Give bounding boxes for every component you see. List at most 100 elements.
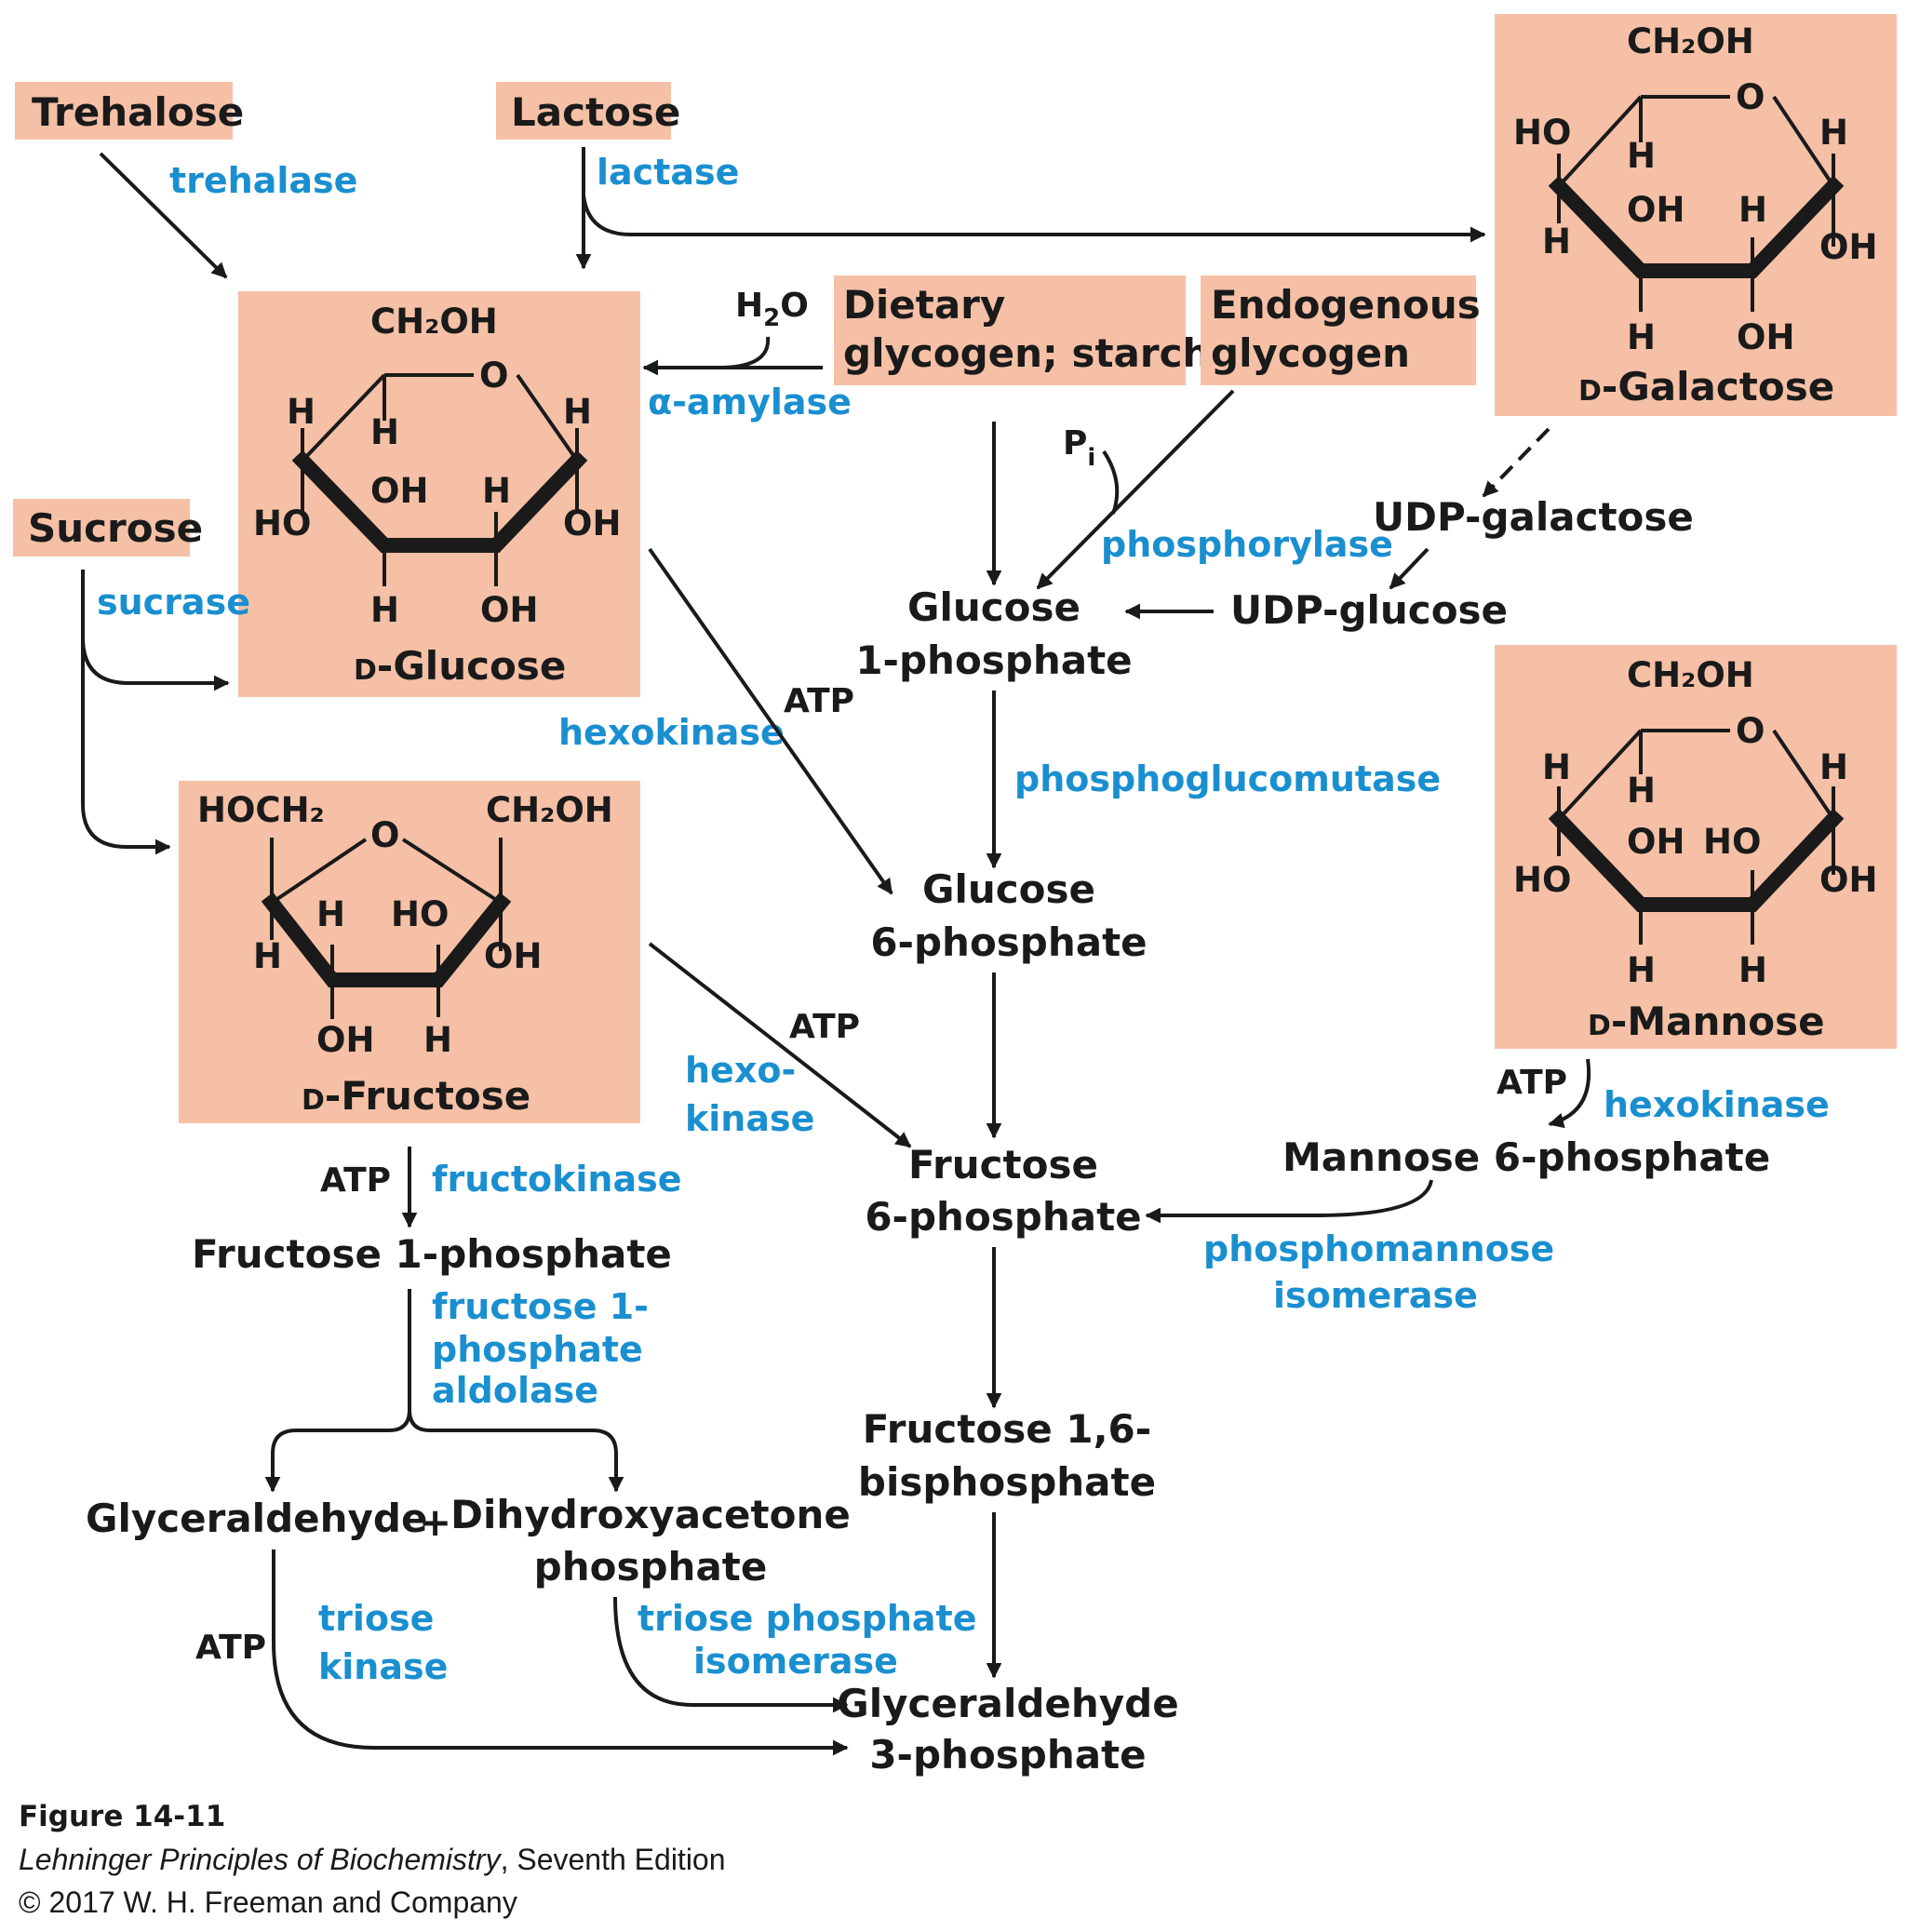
- mannose-c4-ho: HO: [1513, 860, 1571, 900]
- glyceraldehyde-3-phosphate-2: 3-phosphate: [869, 1732, 1146, 1778]
- fructose-ring-o: O: [370, 815, 399, 855]
- mannose-c2-h: H: [1738, 950, 1767, 990]
- atp-triose-kinase: ATP: [195, 1629, 266, 1667]
- plus-sign: +: [419, 1499, 451, 1545]
- galactose-name: -Galactose: [1602, 364, 1834, 409]
- fructose-hoch2: HOCH₂: [197, 790, 325, 830]
- trehalose-label: Trehalose: [32, 89, 244, 135]
- arrow-lactose-galactose: [582, 195, 1486, 243]
- enzyme-hexokinase-glucose: hexokinase: [558, 712, 785, 753]
- fructose-1-phosphate: Fructose 1-phosphate: [192, 1231, 672, 1277]
- glucose-c5-h: H: [370, 412, 399, 452]
- atp-hexokinase-glucose: ATP: [784, 682, 854, 720]
- glucose-c1-oh: OH: [563, 503, 621, 543]
- glucose-c3-oh: OH: [370, 471, 428, 511]
- phosphate-label: Pi: [1063, 424, 1095, 472]
- mannose-6-phosphate: Mannose 6-phosphate: [1282, 1134, 1770, 1180]
- d-galactose-structure: CH₂OH O H H OH H OH OH H HO H D-Galactos…: [1495, 14, 1897, 416]
- copyright: © 2017 W. H. Freeman and Company: [19, 1885, 517, 1919]
- mannose-name: -Mannose: [1611, 999, 1825, 1044]
- enzyme-phosphomannose-isomerase-1: phosphomannose: [1203, 1228, 1554, 1269]
- galactose-d-prefix: D: [1578, 375, 1602, 408]
- arrow-f1p-glyceraldehyde: [264, 1289, 411, 1493]
- glucose-c4-ho: HO: [253, 503, 311, 543]
- sucrose-label: Sucrose: [28, 505, 203, 551]
- enzyme-phosphorylase: phosphorylase: [1101, 524, 1393, 565]
- arrow-sucrose-fructose: [81, 637, 171, 855]
- sucrose-box: [13, 499, 190, 557]
- mannose-d-prefix: D: [1588, 1010, 1611, 1042]
- dihydroxyacetone-phosphate-2: phosphate: [534, 1544, 768, 1590]
- fructose-c3-h: H: [423, 1020, 452, 1060]
- fructose-c4-h: H: [316, 894, 345, 934]
- arrow-mannose-m6p: [1548, 1058, 1591, 1129]
- fructose-bisphosphate-2: bisphosphate: [858, 1459, 1156, 1505]
- atp-hexokinase-fructose: ATP: [789, 1008, 860, 1046]
- glucose-c2-oh: OH: [480, 590, 538, 630]
- glucose-c4-h: H: [287, 392, 315, 432]
- arrow-m6p-f6p: [1145, 1179, 1433, 1224]
- glucose-d-prefix: D: [354, 654, 377, 687]
- glucose-6-phosphate-2: 6-phosphate: [870, 919, 1147, 965]
- atp-fructokinase: ATP: [320, 1161, 391, 1200]
- lactose-box: [496, 82, 671, 140]
- svg-text:D-Mannose: D-Mannose: [1588, 999, 1825, 1044]
- dietary-glycogen-label-2: glycogen; starch: [843, 330, 1210, 376]
- enzyme-triose-kinase-2: kinase: [318, 1646, 448, 1687]
- arrow-endogenous-glycogen-g1p: [1036, 389, 1235, 590]
- dietary-glycogen-label-1: Dietary: [843, 282, 1005, 328]
- galactose-c3-h: H: [1627, 317, 1656, 357]
- endogenous-glycogen-label-2: glycogen: [1211, 330, 1410, 376]
- glucose-c3-h: H: [370, 590, 399, 630]
- fructose-ch2oh: CH₂OH: [486, 790, 613, 830]
- enzyme-trehalase: trehalase: [169, 160, 357, 201]
- glucose-c2-h: H: [482, 471, 511, 511]
- enzyme-f1p-aldolase-2: phosphate: [432, 1329, 643, 1370]
- enzyme-hexokinase-mannose: hexokinase: [1604, 1084, 1830, 1125]
- dihydroxyacetone-phosphate-1: Dihydroxyacetone: [450, 1492, 851, 1537]
- mannose-c5-h: H: [1627, 771, 1656, 811]
- mannose-ch2oh: CH₂OH: [1627, 655, 1754, 695]
- arrow-udp-galactose-udp-glucose: [1389, 547, 1430, 590]
- water-entry-curve: [723, 336, 771, 369]
- mannose-c4-h: H: [1542, 747, 1571, 787]
- galactose-ch2oh: CH₂OH: [1627, 21, 1754, 61]
- galactose-c2-h: H: [1738, 190, 1767, 230]
- galactose-c4-ho: HO: [1513, 113, 1571, 153]
- mannose-ring-o: O: [1736, 711, 1765, 751]
- udp-galactose: UDP-galactose: [1373, 494, 1694, 540]
- fructose-6-phosphate-1: Fructose: [908, 1142, 1098, 1187]
- d-glucose-structure: CH₂OH O H H OH H OH OH H H HO D-Glucose: [238, 291, 640, 697]
- enzyme-fructokinase: fructokinase: [432, 1159, 682, 1200]
- svg-text:D-Fructose: D-Fructose: [302, 1073, 530, 1119]
- galactose-c1-h: H: [1819, 113, 1848, 153]
- enzyme-lactase: lactase: [597, 152, 739, 193]
- glucose-ch2oh: CH₂OH: [370, 302, 498, 342]
- galactose-c3-oh: OH: [1627, 190, 1685, 230]
- mannose-c1-oh: OH: [1819, 860, 1877, 900]
- glucose-c1-h: H: [563, 392, 592, 432]
- mannose-c2-ho: HO: [1703, 822, 1761, 862]
- atp-hexokinase-mannose: ATP: [1497, 1064, 1567, 1102]
- arrow-glyceraldehyde-g3p: [272, 1550, 849, 1756]
- glucose-1-phosphate-2: 1-phosphate: [855, 637, 1132, 683]
- enzyme-phosphoglucomutase: phosphoglucomutase: [1014, 758, 1441, 799]
- enzyme-phosphomannose-isomerase-2: isomerase: [1273, 1275, 1478, 1316]
- galactose-box: [1495, 14, 1897, 416]
- pathway-arrows: [81, 147, 1591, 1756]
- mannose-c3-h: H: [1627, 950, 1656, 990]
- figure-number: Figure 14-11: [19, 1800, 225, 1833]
- glucose-name: -Glucose: [377, 643, 566, 689]
- enzyme-f1p-aldolase-3: aldolase: [432, 1370, 598, 1411]
- arrow-galactose-udp-galactose: [1482, 427, 1550, 498]
- enzyme-alpha-amylase: α-amylase: [648, 382, 852, 423]
- mannose-box: [1495, 645, 1897, 1049]
- arrow-fructose-f6p: [648, 942, 912, 1148]
- fructose-c3-ho: HO: [391, 894, 449, 934]
- glyceraldehyde: Glyceraldehyde: [86, 1496, 427, 1541]
- enzyme-triose-phosphate-isomerase-2: isomerase: [693, 1641, 898, 1682]
- galactose-c5-h: H: [1627, 136, 1656, 176]
- fructose-6-phosphate-2: 6-phosphate: [865, 1194, 1141, 1240]
